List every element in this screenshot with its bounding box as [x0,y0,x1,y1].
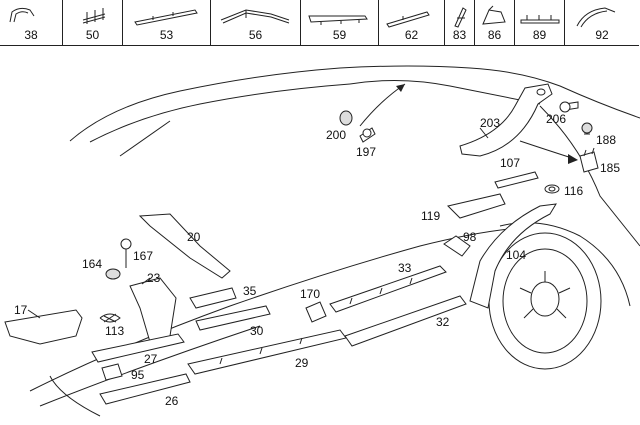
clip-95[interactable] [101,363,123,381]
lower-trim-26[interactable] [99,373,191,405]
callout-labels: 17 20 23 26 27 29 30 32 33 35 95 98 104 … [14,112,620,408]
sill-molding-33[interactable] [329,265,447,313]
inner-sill-27[interactable] [91,333,185,363]
thumbnail-label: 50 [85,28,100,42]
callout-206: 206 [546,112,566,126]
callout-170: 170 [300,287,320,301]
thumbnail-53[interactable]: 53 [123,0,211,45]
callout-20: 20 [187,230,201,244]
bracket-35[interactable] [189,287,237,309]
direction-arrows [359,83,578,164]
nut-164[interactable] [105,268,121,280]
callout-33: 33 [398,261,412,275]
callout-27: 27 [144,352,158,366]
callout-23: 23 [147,271,161,285]
trim-panel-119[interactable] [447,193,506,219]
clip-185[interactable] [579,147,599,173]
thumbnail-label: 53 [159,28,174,42]
long-molding-icon [134,9,198,26]
callout-185: 185 [600,161,620,175]
clip-icon [454,7,467,28]
callout-164: 164 [82,257,102,271]
wheel-arch-trim-203[interactable] [459,83,553,157]
callout-104: 104 [506,248,526,262]
callout-188: 188 [596,133,616,147]
fastener-200[interactable] [339,110,353,126]
thumbnail-label: 56 [248,28,263,42]
kick-panel-17[interactable] [4,309,83,345]
thumbnail-86[interactable]: 86 [475,0,515,45]
thumbnail-92[interactable]: 92 [565,0,639,45]
thumbnail-38[interactable]: 38 [0,0,63,45]
screw-197[interactable] [359,127,376,143]
thumbnail-label: 59 [332,28,347,42]
angled-molding-icon [220,9,290,24]
callout-116: 116 [564,184,583,198]
screw-206[interactable] [559,101,579,113]
short-molding-icon [386,11,430,28]
thumbnail-50[interactable]: 50 [63,0,123,45]
thumbnail-62[interactable]: 62 [379,0,445,45]
leader-lines [27,127,489,319]
callout-107: 107 [500,156,520,170]
quarter-trim-104[interactable] [469,203,557,309]
callout-197: 197 [356,145,376,159]
callout-17: 17 [14,303,28,317]
sill-trim-32[interactable] [344,295,467,347]
thumbnail-label: 92 [595,28,609,42]
callout-98: 98 [463,230,477,244]
trim-bracket-icon [9,7,35,23]
callout-32: 32 [436,315,450,329]
thumbnail-59[interactable]: 59 [301,0,379,45]
screw-167[interactable] [120,238,132,268]
clip-strip-icon [82,8,106,24]
curved-trim-icon [576,7,616,28]
rail-molding-icon [308,15,368,25]
callout-30: 30 [250,324,264,338]
lower-sill-29[interactable] [187,329,347,375]
angled-clip-icon [482,5,506,25]
callout-113: 113 [105,324,124,338]
callout-95: 95 [131,368,145,382]
callout-200: 200 [326,128,346,142]
thumbnail-83[interactable]: 83 [445,0,475,45]
strip-clip-icon [520,15,560,24]
thumbnail-label: 86 [487,28,502,42]
thumbnail-strip: 38 50 53 56 59 [0,0,639,46]
sill-plate-30[interactable] [195,305,271,331]
thumbnail-label: 38 [24,28,38,42]
thumbnail-label: 89 [532,28,547,42]
clip-188[interactable] [581,122,593,135]
thumbnail-89[interactable]: 89 [515,0,565,45]
callout-35: 35 [243,284,257,298]
thumbnail-56[interactable]: 56 [211,0,301,45]
grommet-116[interactable] [544,184,560,194]
callout-29: 29 [295,356,309,370]
thumbnail-label: 83 [452,28,467,42]
trim-panel-107[interactable] [494,171,539,189]
callout-203: 203 [480,116,500,130]
clip-113[interactable] [99,313,121,323]
thumbnail-label: 62 [404,28,419,42]
pillar-trim-20[interactable] [138,213,231,279]
callout-26: 26 [165,394,179,408]
lower-pillar-23[interactable] [129,277,177,343]
exploded-view-diagram: 17 20 23 26 27 29 30 32 33 35 95 98 104 … [4,65,640,417]
callout-119: 119 [421,209,440,223]
clip-170[interactable] [305,301,327,323]
clip-98[interactable] [443,235,471,257]
callout-167: 167 [133,249,153,263]
